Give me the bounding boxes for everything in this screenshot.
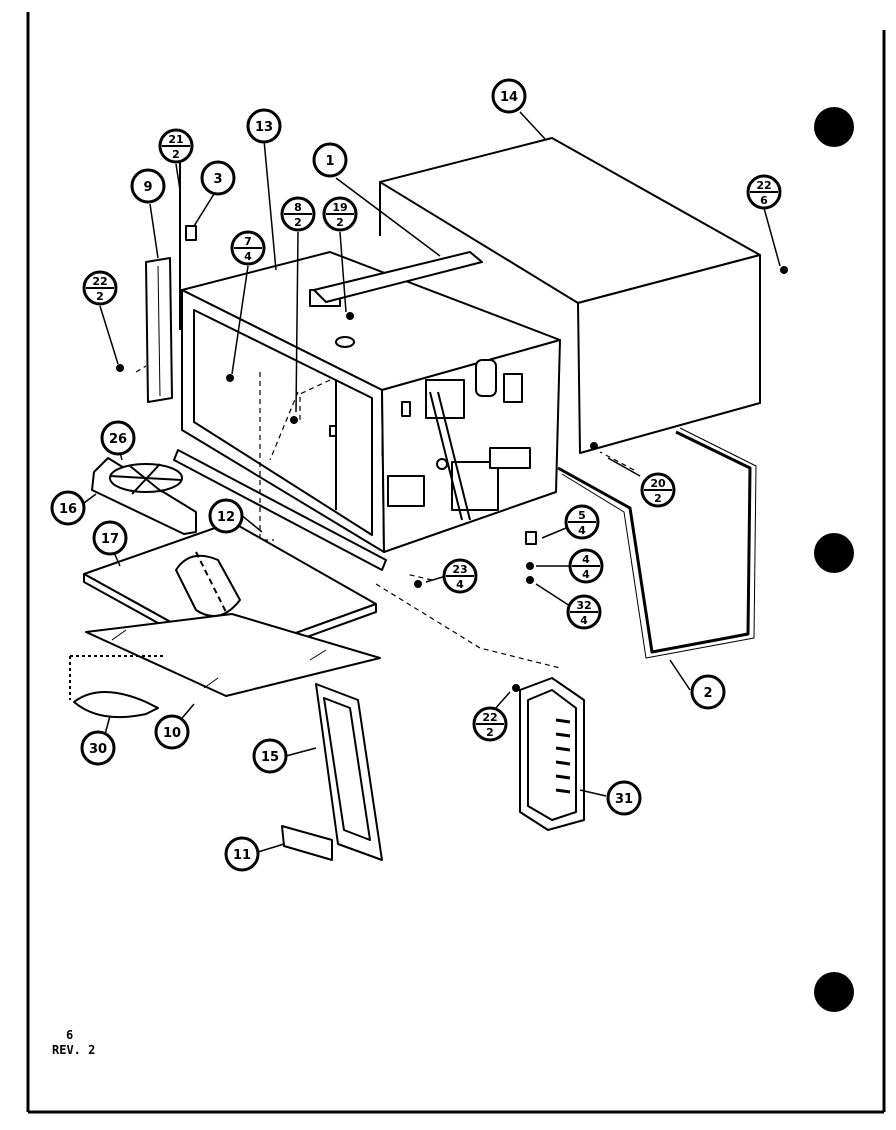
- callout-sheet: 2: [654, 492, 662, 505]
- callout-sheet: 2: [96, 290, 104, 303]
- glass-plate-part-10: [85, 613, 381, 697]
- callout-number: 16: [59, 502, 77, 517]
- callout-sheet: 2: [486, 726, 494, 739]
- callout-sheet: 4: [244, 250, 252, 263]
- callout-number: 21: [168, 133, 183, 146]
- callout-c31: 31: [606, 780, 642, 816]
- callout-c16: 16: [50, 490, 86, 526]
- callout-c9: 9: [130, 168, 166, 204]
- callout-number: 1: [325, 154, 334, 169]
- callout-number: 2: [703, 686, 712, 701]
- callout-number: 9: [143, 180, 152, 195]
- callout-number: 15: [261, 750, 279, 765]
- control-panel-part-31: [519, 677, 585, 831]
- callout-c22-2b: 222: [472, 706, 508, 742]
- callout-sheet: 4: [456, 578, 464, 591]
- callout-sheet: 4: [580, 614, 588, 627]
- callout-number: 22: [482, 711, 497, 724]
- leader-lines: [79, 111, 781, 853]
- callout-c26: 26: [100, 420, 136, 456]
- callout-c23-4: 234: [442, 558, 478, 594]
- punch-hole-top: [814, 107, 854, 147]
- callout-number: 22: [756, 179, 771, 192]
- callout-sheet: 2: [336, 216, 344, 229]
- callout-c4-4: 44: [568, 548, 604, 584]
- callout-number: 22: [92, 275, 107, 288]
- callout-c22-6: 226: [746, 174, 782, 210]
- assembly-lines: [135, 365, 635, 669]
- callout-number: 20: [650, 477, 666, 490]
- callout-sheet: 2: [172, 148, 180, 161]
- clip-part-3: [185, 225, 197, 241]
- callout-c8-2: 82: [280, 196, 316, 232]
- callout-c32-4: 324: [566, 594, 602, 630]
- front-rail-part-12: [173, 449, 387, 571]
- callout-sheet: 2: [294, 216, 302, 229]
- callout-number: 3: [213, 172, 222, 187]
- callout-c19-2: 192: [322, 196, 358, 232]
- punch-hole-bottom: [814, 972, 854, 1012]
- callout-c20-2: 202: [640, 472, 676, 508]
- callout-number: 30: [89, 742, 107, 757]
- callout-c1: 1: [312, 142, 348, 178]
- callout-number: 14: [500, 90, 518, 105]
- callout-c10: 10: [154, 714, 190, 750]
- page-number: 6: [66, 1028, 74, 1042]
- callout-c17: 17: [92, 520, 128, 556]
- callout-number: 8: [294, 201, 302, 214]
- outer-cabinet-part-14: [379, 137, 761, 454]
- callout-c2: 2: [690, 674, 726, 710]
- callout-c13: 13: [246, 108, 282, 144]
- callout-c21-2: 212: [158, 128, 194, 164]
- callout-sheet: 4: [582, 568, 590, 581]
- punch-hole-middle: [814, 533, 854, 573]
- callout-number: 7: [244, 235, 252, 248]
- callout-number: 11: [233, 848, 251, 863]
- revision-label: REV. 2: [52, 1043, 96, 1057]
- page-border: [26, 12, 886, 1114]
- callout-c11: 11: [224, 836, 260, 872]
- callout-number: 32: [576, 599, 591, 612]
- top-rail-part-1: [313, 251, 483, 303]
- callout-number: 5: [578, 509, 586, 522]
- callout-number: 13: [255, 120, 273, 135]
- callout-c15: 15: [252, 738, 288, 774]
- callout-c22-2a: 222: [82, 270, 118, 306]
- callout-sheet: 6: [760, 194, 768, 207]
- callout-c30: 30: [80, 730, 116, 766]
- callout-number: 12: [217, 510, 235, 525]
- hinge-strip-part-9: [145, 257, 173, 403]
- callout-number: 17: [101, 532, 119, 547]
- power-cord-part-2: [557, 430, 752, 654]
- oven-chassis-part-13: [181, 251, 561, 553]
- door-frame-part-15: [315, 683, 383, 861]
- fan-assembly-part-16-26: [91, 457, 197, 535]
- callout-c3: 3: [200, 160, 236, 196]
- callout-c5-4: 54: [564, 504, 600, 540]
- callout-c7-4: 74: [230, 230, 266, 266]
- callout-labels: 1413193212821927422222626161217202544423…: [50, 78, 782, 872]
- screws: [116, 266, 788, 692]
- callout-number: 31: [615, 792, 633, 807]
- callout-number: 26: [109, 432, 127, 447]
- callout-c14: 14: [491, 78, 527, 114]
- callout-number: 23: [452, 563, 467, 576]
- callout-sheet: 4: [578, 524, 586, 537]
- callout-number: 4: [582, 553, 590, 566]
- callout-number: 19: [332, 201, 347, 214]
- callout-number: 10: [163, 726, 181, 741]
- door-strip-part-11: [281, 825, 333, 861]
- callout-c12: 12: [208, 498, 244, 534]
- lamp-part-30: [69, 655, 164, 719]
